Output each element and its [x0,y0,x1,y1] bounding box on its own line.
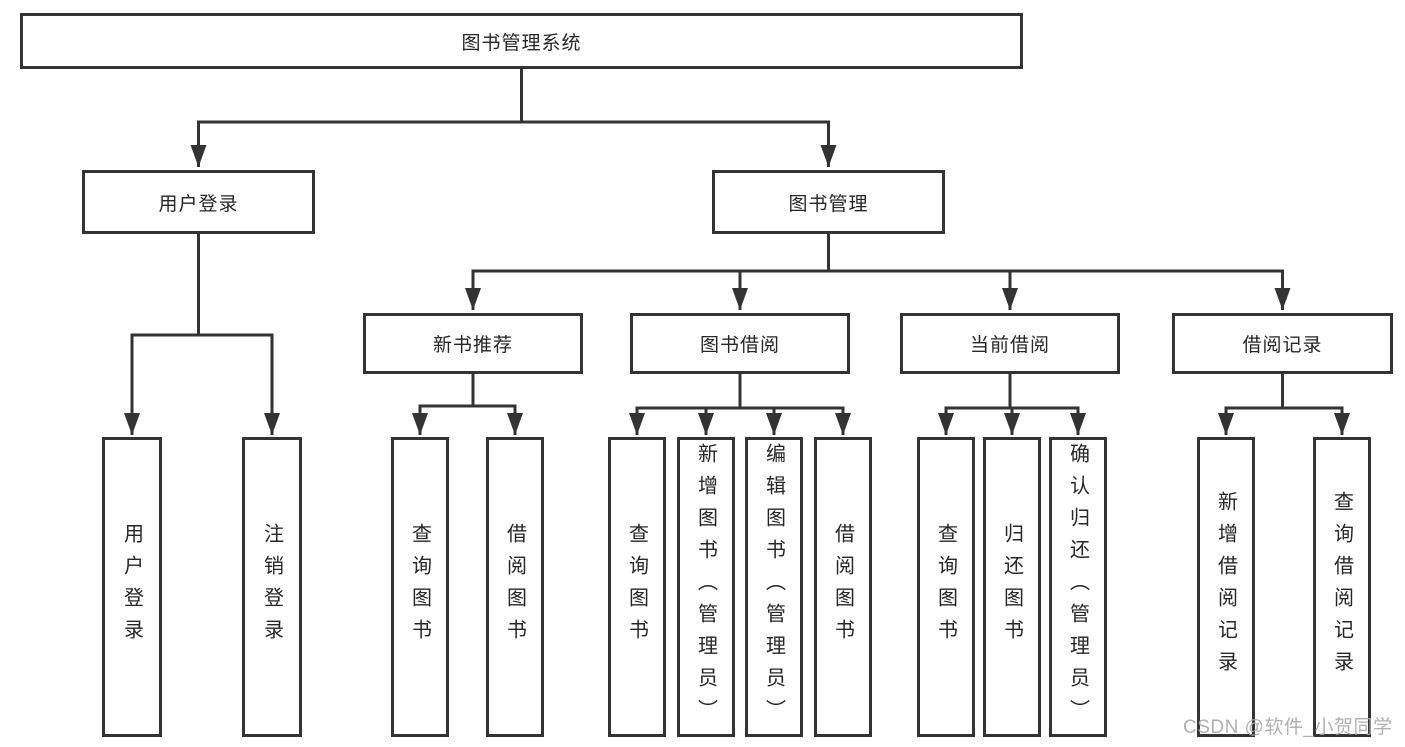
leaf-label: 编辑图书（管理员） [762,443,785,731]
node-label: 借阅记录 [1242,335,1323,356]
leaf-query-books: 查询图书 [608,437,666,737]
leaf-user-login: 用户登录 [102,437,162,737]
node-label: 图书借阅 [699,335,780,356]
leaf-return-books: 归还图书 [983,437,1041,737]
leaf-confirm-return-admin: 确认归还（管理员） [1049,437,1107,737]
leaf-label: 查询图书 [934,523,957,651]
leaf-label: 借阅图书 [503,523,526,651]
node-current-borrowing: 当前借阅 [900,313,1120,374]
leaf-add-book-admin: 新增图书（管理员） [677,437,735,737]
leaf-label: 归还图书 [1000,523,1023,651]
node-book-management: 图书管理 [712,170,945,234]
leaf-query-books: 查询图书 [917,437,975,737]
node-label: 当前借阅 [969,335,1050,356]
leaf-add-borrow-record: 新增借阅记录 [1197,437,1255,737]
leaf-label: 新增图书（管理员） [694,443,717,731]
node-label: 新书推荐 [432,335,513,356]
node-label: 图书管理 [788,193,869,215]
leaf-label: 借阅图书 [831,523,854,651]
leaf-borrow-books: 借阅图书 [814,437,872,737]
node-new-book-recommendation: 新书推荐 [363,313,583,374]
leaf-logout: 注销登录 [242,437,302,737]
node-label: 用户登录 [158,193,239,215]
leaf-query-borrow-record: 查询借阅记录 [1313,437,1371,737]
node-book-borrowing: 图书借阅 [630,313,850,374]
node-library-management-system: 图书管理系统 [20,13,1023,69]
leaf-label: 查询图书 [408,523,431,651]
csdn-watermark: CSDN @软件_小贺同学 [1183,717,1393,738]
leaf-label: 注销登录 [260,523,283,651]
leaf-edit-book-admin: 编辑图书（管理员） [745,437,803,737]
node-borrowing-records: 借阅记录 [1172,313,1393,374]
leaf-label: 查询借阅记录 [1330,491,1353,683]
leaf-label: 新增借阅记录 [1214,491,1237,683]
leaf-label: 查询图书 [625,523,648,651]
leaf-label: 用户登录 [120,523,143,651]
node-user-login: 用户登录 [82,170,315,234]
leaf-borrow-books: 借阅图书 [486,437,544,737]
node-label: 图书管理系统 [461,32,582,54]
leaf-query-books: 查询图书 [391,437,449,737]
leaf-label: 确认归还（管理员） [1066,443,1089,731]
